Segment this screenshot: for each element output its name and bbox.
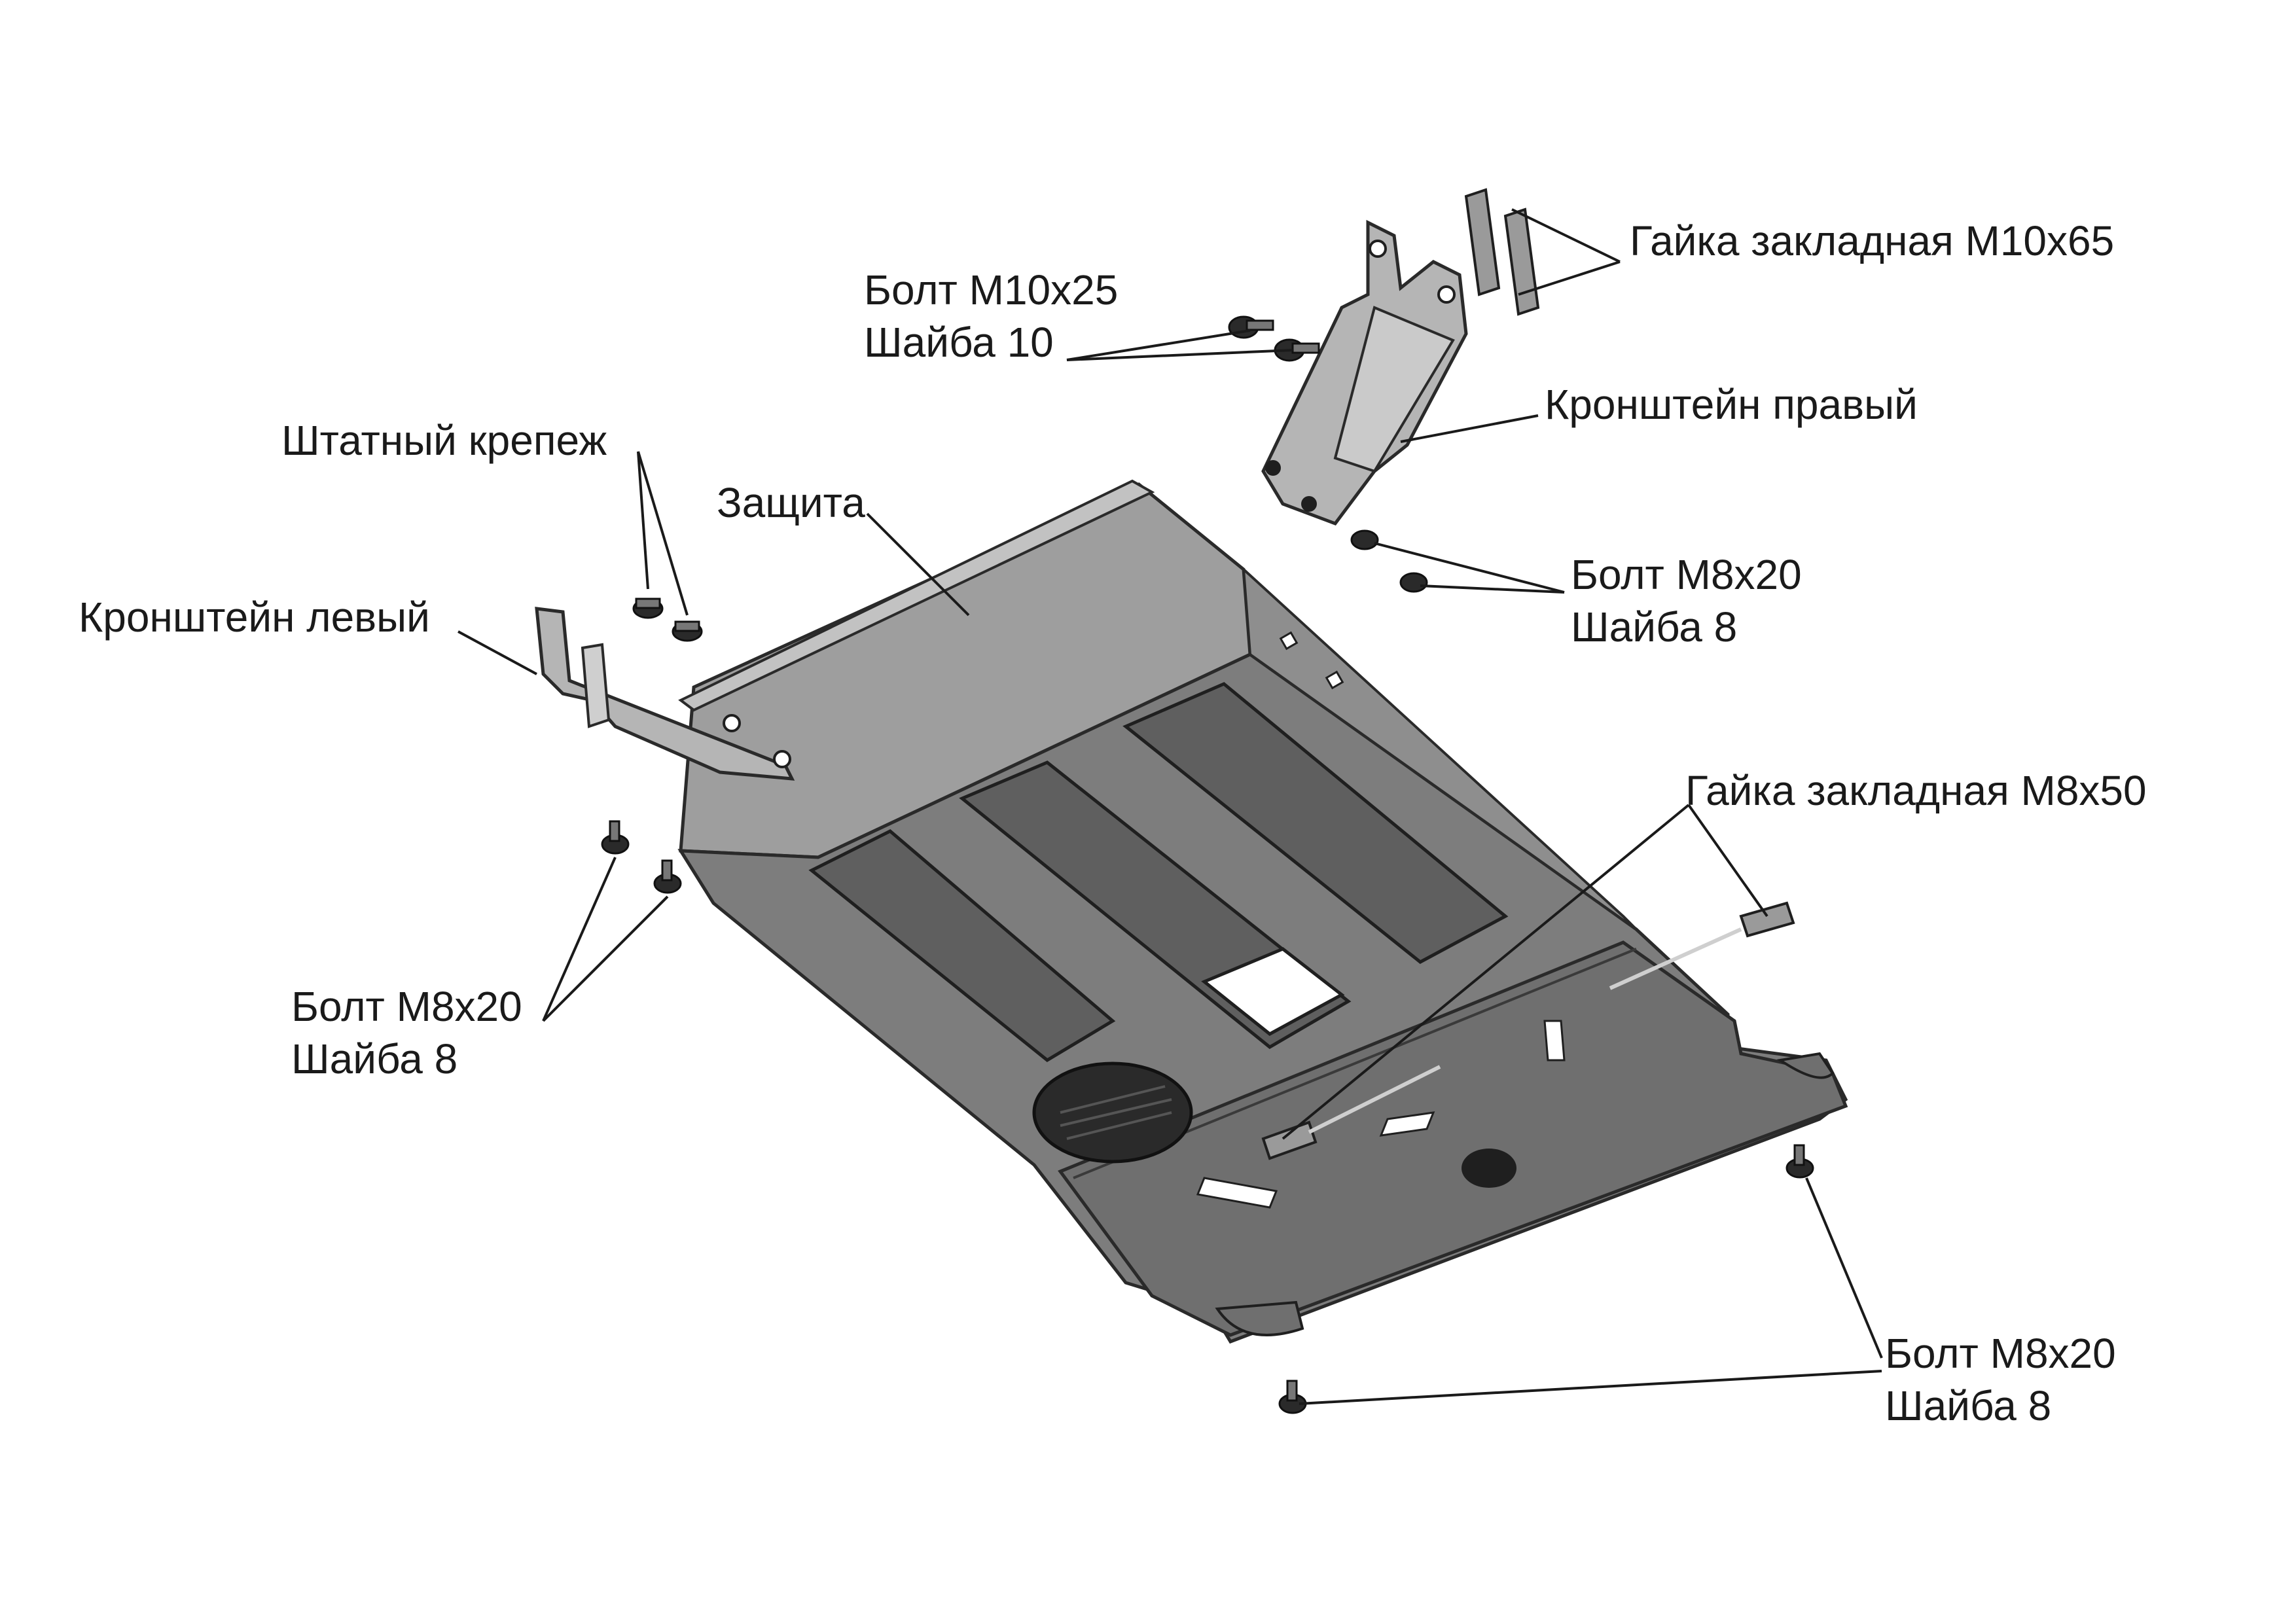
bolt-icon: [1785, 1144, 1814, 1179]
label-bolt-m8x20-left: Болт М8х20: [291, 983, 522, 1030]
label-standard-fastener: Штатный крепеж: [281, 417, 607, 464]
label-bolt-m10x25: Болт М10х25: [864, 266, 1118, 313]
skid-plate-tab-left: [1215, 1300, 1304, 1336]
bolt-icon: [653, 859, 682, 894]
bolt-icon: [1278, 1380, 1307, 1414]
skid-plate-drain-grille: [1060, 1085, 1172, 1140]
skid-plate-plug: [1462, 1149, 1516, 1188]
bracket-left-flange: [581, 643, 611, 728]
bolt-icon: [672, 620, 703, 642]
skid-plate-hole: [1325, 670, 1344, 690]
bracket-right: [1261, 219, 1468, 526]
bolt-icon: [601, 820, 630, 855]
skid-plate-top-edge: [678, 479, 1155, 712]
label-washer-8-bottom: Шайба 8: [1885, 1382, 2051, 1429]
bolt-icons: [601, 315, 1814, 1414]
bracket-right-hole: [1301, 496, 1317, 512]
skid-plate-slot: [1379, 1111, 1435, 1137]
label-nut-m10x65: Гайка закладная М10х65: [1630, 217, 2114, 264]
label-bolt-m8x20-bottom: Болт М8х20: [1885, 1330, 2116, 1377]
label-bolt-m8x20-right: Болт М8х20: [1571, 551, 1802, 598]
bracket-right-flange: [1333, 306, 1455, 473]
skid-plate-hatch: [1201, 947, 1345, 1036]
bolt-icon: [1228, 315, 1274, 339]
bolt-icon: [1399, 572, 1428, 593]
embedded-nut-m10x65: [1464, 188, 1540, 316]
bracket-left-hole: [723, 714, 741, 732]
skid-plate-slot: [1196, 1177, 1278, 1209]
label-bracket-left: Кронштейн левый: [79, 594, 430, 641]
bracket-left-hole: [773, 750, 791, 768]
bracket-right-hole: [1265, 460, 1281, 476]
skid-plate-tab-right: [1776, 1052, 1835, 1079]
skid-plate-right-wall: [1242, 566, 1638, 931]
label-washer-10: Шайба 10: [864, 319, 1054, 366]
label-bracket-right: Кронштейн правый: [1545, 381, 1918, 428]
skid-plate-hole: [1279, 631, 1299, 651]
labels: Защита Кронштейн левый Штатный крепеж Бо…: [79, 217, 2147, 1429]
label-washer-8-right: Шайба 8: [1571, 603, 1737, 651]
bracket-left: [535, 607, 795, 781]
bolt-icon: [1350, 529, 1379, 550]
label-nut-m8x50: Гайка закладная М8х50: [1685, 767, 2147, 814]
embedded-nut-m8x50: [1261, 901, 1795, 1160]
label-skid-plate: Защита: [717, 479, 865, 526]
leader-lines: [457, 208, 1883, 1405]
skid-plate-panel-left: [808, 829, 1116, 1063]
skid-plate-slot: [1543, 1020, 1566, 1061]
bracket-right-hole: [1369, 240, 1387, 258]
label-washer-8-left: Шайба 8: [291, 1035, 457, 1082]
bolt-icon: [632, 597, 664, 619]
skid-plate: [677, 479, 1848, 1344]
skid-plate-panel-right: [1122, 682, 1509, 964]
bracket-right-hole: [1437, 285, 1456, 304]
